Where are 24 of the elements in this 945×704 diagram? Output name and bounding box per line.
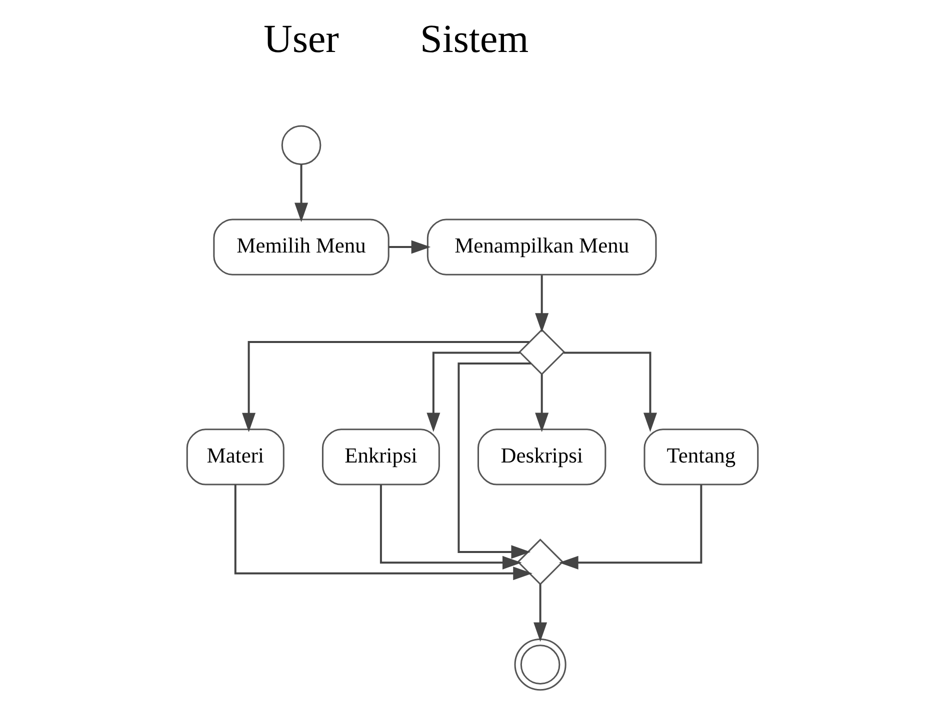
arrow	[564, 352, 657, 432]
arrow	[558, 484, 702, 570]
arrow	[388, 240, 431, 254]
arrow	[535, 374, 549, 432]
node-box: Enkripsi	[322, 428, 440, 486]
arrow	[242, 341, 530, 432]
node-box: Deskripsi	[477, 428, 606, 486]
node-circle	[281, 125, 322, 166]
arrow	[458, 362, 531, 559]
arrow	[234, 484, 532, 580]
node-box: Memilih Menu	[213, 218, 390, 276]
arrow	[535, 275, 549, 332]
node-diamond	[517, 538, 564, 586]
label: User	[264, 17, 339, 62]
node-diamond	[518, 328, 566, 376]
node-box: Materi	[186, 428, 284, 486]
label: Sistem	[420, 17, 529, 62]
arrow	[534, 584, 548, 642]
node-circle	[514, 638, 566, 691]
arrow	[294, 164, 308, 222]
node-box: Menampilkan Menu	[426, 218, 657, 276]
arrow	[380, 484, 522, 570]
arrow	[426, 352, 520, 432]
node-box: Tentang	[644, 428, 759, 486]
